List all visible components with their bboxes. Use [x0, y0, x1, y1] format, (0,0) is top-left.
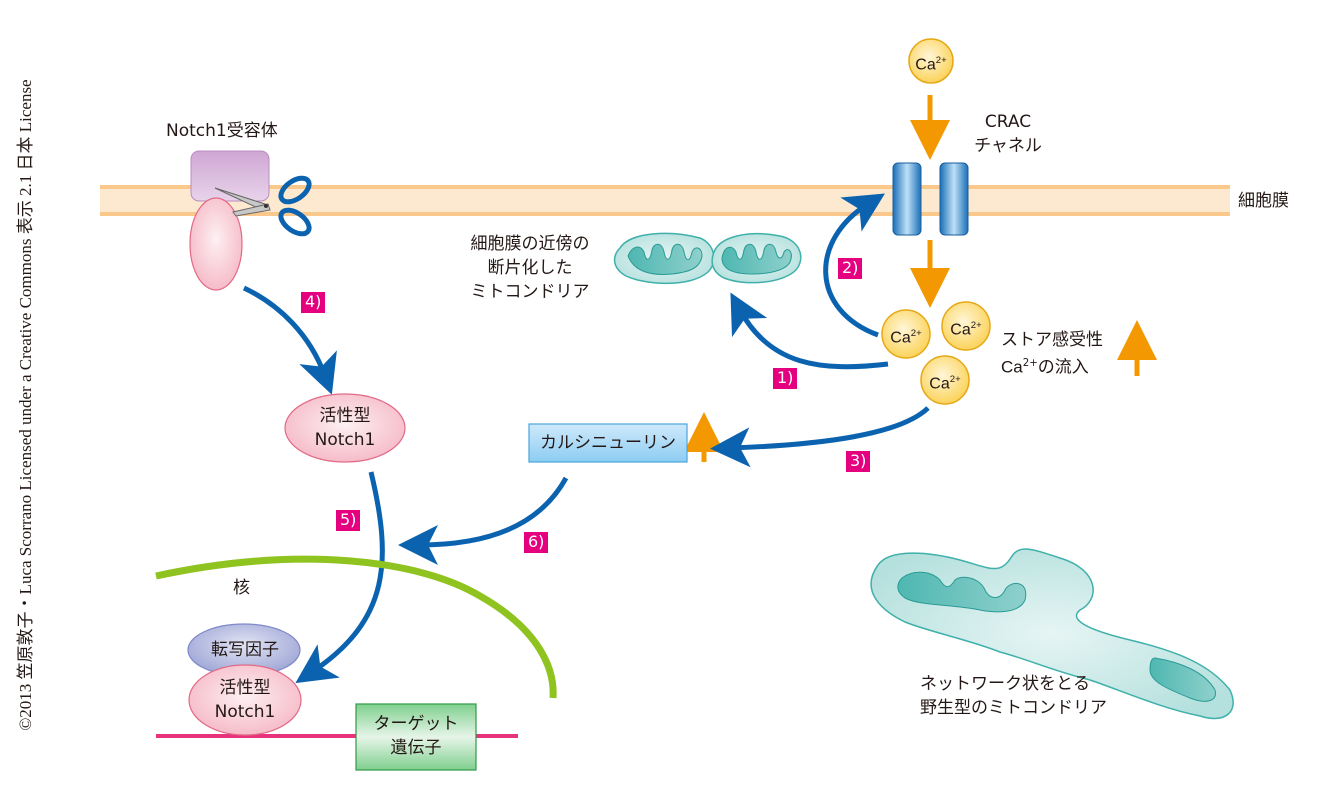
active-notch1-nucleus: [188, 664, 302, 736]
step-badge-1: 1): [773, 368, 798, 389]
target-gene-label: ターゲット 遺伝子: [373, 714, 459, 758]
crac-channel-label: CRAC チャネル: [968, 110, 1048, 158]
store-operated-calcium-entry-label: ストア感受性 Ca2+の流入: [1001, 328, 1103, 380]
calcineurin-label: カルシニューリン: [540, 433, 676, 453]
fragmented-mito-line1: 細胞膜の近傍の: [470, 234, 590, 254]
cell-membrane-label: 細胞膜: [1238, 191, 1289, 211]
calcium-ion-1: [881, 309, 931, 359]
fragmented-mito-line2: 断片化した: [487, 258, 573, 278]
crac-label-line2: チャネル: [974, 136, 1042, 156]
arrow-step-6: [398, 476, 569, 565]
fragmented-mito-line3: ミトコンドリア: [470, 282, 590, 302]
step-badge-6: 6): [524, 532, 549, 553]
notch1-receptor: [189, 150, 270, 291]
soce-line2: Ca2+の流入: [1001, 357, 1089, 378]
crac-label-line1: CRAC: [984, 112, 1032, 132]
calcium-ion-2-label: Ca2+: [950, 320, 982, 339]
network-mitochondria: [870, 548, 1234, 720]
arrow-step-1: [730, 292, 889, 370]
arrow-step-4: [242, 285, 337, 395]
nuclear-envelope: [155, 555, 557, 699]
nucleus-label: 核: [233, 578, 250, 598]
copyright-notice: ©2013 笠原敦子・Luca Scorrano Licensed under …: [16, 79, 35, 731]
calcium-ion-3-label: Ca2+: [929, 374, 961, 393]
step-badge-5: 5): [336, 510, 361, 531]
calcium-ion-3: [920, 355, 970, 405]
transcription-factor-label: 転写因子: [211, 640, 279, 660]
arrow-step-2: [823, 193, 885, 338]
network-mitochondria-label: ネットワーク状をとる 野生型のミトコンドリア: [920, 674, 1107, 718]
fragmented-mitochondria: [613, 232, 802, 285]
fragmented-mitochondria-label: 細胞膜の近傍の 断片化した ミトコンドリア: [445, 232, 615, 304]
calcium-ion-2: [941, 301, 991, 351]
calcium-ion-top-label: Ca2+: [915, 55, 947, 74]
target-gene-box: [355, 703, 477, 771]
active-notch1-cytoplasm: [284, 393, 406, 463]
active-notch1-cytoplasm-label: 活性型 Notch1: [314, 406, 376, 450]
active-notch1-nucleus-label: 活性型 Notch1: [214, 678, 276, 722]
soce-line1: ストア感受性: [1001, 330, 1103, 350]
calcineurin-box: [528, 423, 688, 463]
arrow-step-5: [295, 471, 385, 684]
crac-channel: [892, 162, 969, 236]
step-badge-2: 2): [838, 258, 863, 279]
arrow-step-3: [710, 406, 930, 468]
scissors-icon: [214, 175, 312, 237]
step-badge-4: 4): [301, 292, 326, 313]
calcium-ion-1-label: Ca2+: [890, 328, 922, 347]
notch1-receptor-label: Notch1受容体: [166, 121, 278, 141]
calcium-ion-top: [908, 38, 954, 84]
step-badge-3: 3): [846, 451, 871, 472]
